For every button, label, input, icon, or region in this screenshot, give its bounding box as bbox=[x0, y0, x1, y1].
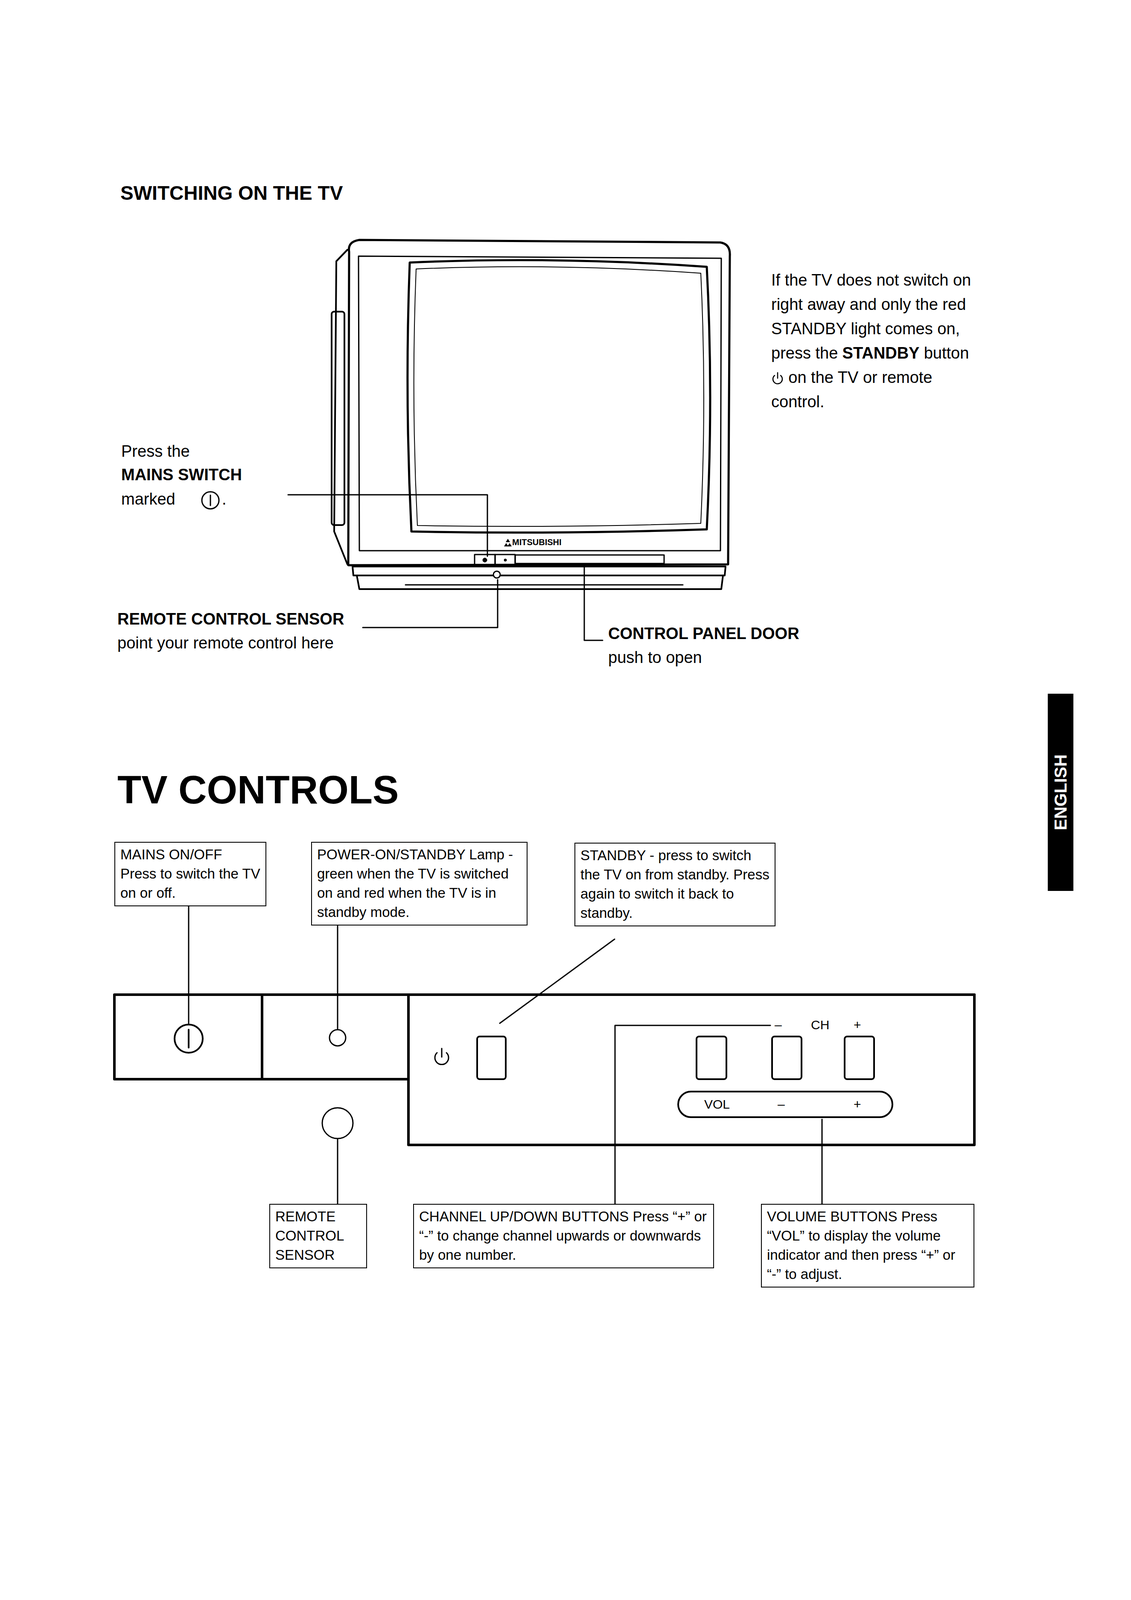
callout-box: POWER-ON/STANDBY Lamp - green when the T… bbox=[311, 841, 528, 926]
mains-switch-bar bbox=[187, 1029, 190, 1048]
remote-sensor-small bbox=[493, 571, 501, 578]
callout-box: STANDBY - press to switch the TV on from… bbox=[574, 842, 776, 927]
note-text: on the TV or remote control. bbox=[771, 368, 933, 411]
channel-label: CH bbox=[810, 1017, 830, 1033]
leader-line bbox=[615, 1025, 771, 1217]
tv-base bbox=[352, 566, 726, 589]
tv-set bbox=[331, 239, 730, 589]
leader-line bbox=[188, 891, 190, 1024]
channel-button bbox=[844, 1036, 875, 1079]
leader-line bbox=[499, 938, 615, 1024]
leader-line bbox=[821, 1119, 823, 1217]
control-panel-door bbox=[515, 554, 665, 564]
mains-symbol-bar bbox=[209, 495, 212, 506]
part-name: CONTROL PANEL DOOR bbox=[608, 623, 800, 644]
logo-mark bbox=[504, 538, 512, 547]
standby-button bbox=[477, 1036, 506, 1079]
instruction-text: marked bbox=[121, 489, 176, 510]
callout-text: REMOTE CONTROL SENSOR bbox=[275, 1206, 362, 1265]
callout-box: MAINS ON/OFF Press to switch the TV on o… bbox=[114, 841, 267, 907]
tv-side-panel bbox=[331, 311, 345, 525]
channel-plus: + bbox=[853, 1017, 862, 1033]
remote-sensor bbox=[322, 1107, 353, 1139]
callout-box: CHANNEL UP/DOWN BUTTONS Press “+” or “-”… bbox=[413, 1203, 715, 1269]
note-text: STANDBY bbox=[842, 343, 920, 362]
brand-logo: MITSUBISHI bbox=[512, 536, 562, 548]
lamp-small bbox=[495, 554, 516, 566]
mains-dot bbox=[482, 557, 487, 563]
language-tab-bar: ENGLISH bbox=[1047, 693, 1074, 891]
volume-minus: – bbox=[777, 1096, 785, 1112]
channel-button bbox=[696, 1036, 727, 1079]
tv-screen-inner bbox=[413, 266, 704, 527]
mains-symbol-ring bbox=[201, 491, 219, 509]
volume-plus: + bbox=[853, 1096, 862, 1112]
standby-bar bbox=[441, 1048, 443, 1057]
control-panel bbox=[114, 994, 975, 1145]
instruction-text: Press the bbox=[121, 441, 190, 462]
standby-symbol bbox=[771, 370, 785, 386]
tv-base-plate bbox=[405, 584, 683, 586]
note-text: button bbox=[924, 343, 970, 362]
tv-bezel bbox=[358, 256, 722, 551]
standby-note: If the TV does not switch on right away … bbox=[771, 268, 977, 414]
callout-box: REMOTE CONTROL SENSOR bbox=[269, 1203, 368, 1269]
callout-box: VOLUME BUTTONS Press “VOL” to display th… bbox=[760, 1203, 975, 1288]
mains-switch-symbol bbox=[174, 1024, 203, 1053]
callout-text: VOLUME BUTTONS Press “VOL” to display th… bbox=[766, 1206, 969, 1284]
callout-text: STANDBY - press to switch the TV on from… bbox=[580, 845, 770, 923]
panel-right bbox=[408, 994, 975, 1145]
tv-cabinet bbox=[348, 239, 730, 566]
leader-line bbox=[288, 494, 488, 557]
volume-label: VOL bbox=[704, 1096, 730, 1112]
part-note: point your remote control here bbox=[117, 633, 334, 653]
instruction-text: . bbox=[221, 489, 227, 510]
leader-line bbox=[337, 917, 339, 1029]
leader-line bbox=[584, 565, 603, 641]
mains-symbol bbox=[201, 491, 219, 509]
tv-side bbox=[334, 249, 348, 565]
mains-switch-small bbox=[474, 554, 496, 566]
section-heading: TV CONTROLS bbox=[117, 766, 399, 814]
power-lamp bbox=[329, 1029, 346, 1046]
channel-button bbox=[772, 1036, 802, 1079]
mains-switch-ring bbox=[174, 1024, 203, 1053]
instruction-text: MAINS SWITCH bbox=[121, 465, 242, 485]
callout-text: POWER-ON/STANDBY Lamp - green when the T… bbox=[317, 845, 522, 922]
callout-text: CHANNEL UP/DOWN BUTTONS Press “+” or “-”… bbox=[419, 1206, 709, 1265]
channel-minus: – bbox=[774, 1017, 782, 1033]
lamp-dot bbox=[504, 558, 507, 562]
panel-left-cells bbox=[114, 994, 975, 1079]
tv-screen bbox=[407, 259, 711, 533]
part-name: REMOTE CONTROL SENSOR bbox=[117, 609, 344, 630]
part-note: push to open bbox=[608, 647, 703, 668]
language-tab: ENGLISH bbox=[1051, 754, 1071, 831]
standby-symbol bbox=[434, 1048, 449, 1065]
leader-line bbox=[362, 579, 498, 628]
section-heading: SWITCHING ON THE TV bbox=[120, 181, 343, 205]
volume-pill bbox=[678, 1091, 893, 1117]
standby-bar bbox=[777, 372, 779, 379]
callout-text: MAINS ON/OFF Press to switch the TV on o… bbox=[120, 845, 261, 903]
